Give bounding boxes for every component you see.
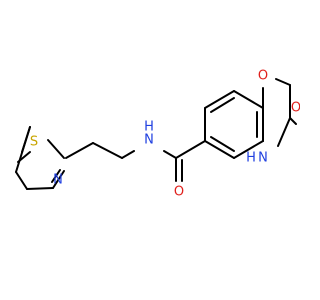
atom-h-amide: H <box>144 120 154 135</box>
atom-n-amide: N <box>144 133 154 148</box>
bond-o-ch2 <box>275 78 291 86</box>
atom-o-lactam: O <box>291 101 300 116</box>
bonds <box>15 78 297 190</box>
atom-s: S <box>30 135 38 150</box>
bond-n-c2-double <box>51 169 61 183</box>
bond-c2-s <box>47 139 65 159</box>
atom-n-lactam: N <box>258 151 268 166</box>
atom-labels: S N N H O O O H N <box>30 69 300 200</box>
bond-ch2a-ch2b <box>92 142 123 159</box>
bond-ar5-ar6 <box>233 140 264 159</box>
bond-cco-ar <box>175 140 206 159</box>
bond-c5-c4 <box>15 126 31 173</box>
atom-n-thiazole: N <box>53 173 63 188</box>
atom-o-ring: O <box>258 69 268 84</box>
atom-h-lactam: H <box>246 151 256 166</box>
bond-s-c5b <box>17 151 31 163</box>
bond-cco2-nh <box>277 117 291 147</box>
bond-nh-cco <box>163 150 177 159</box>
bond-ar6-ar1 <box>204 140 235 159</box>
bond-ar2-ar3 <box>204 90 235 109</box>
bond-c2-ch2a <box>65 142 94 159</box>
bond-c4-n <box>26 187 54 190</box>
atom-o-carbonyl: O <box>174 185 184 200</box>
bond-cco2-o <box>289 117 297 125</box>
bond-c4-c5-double <box>15 171 28 190</box>
bond-ch2b-nh <box>121 150 135 159</box>
bond-ar6-ar1-inner <box>210 136 235 152</box>
bond-n-c2 <box>52 170 65 189</box>
molecule-structure: S N N H O O O H N <box>15 69 300 200</box>
bond-ar2-ar3-inner <box>210 97 235 113</box>
bond-ar3-ar4 <box>233 90 264 109</box>
